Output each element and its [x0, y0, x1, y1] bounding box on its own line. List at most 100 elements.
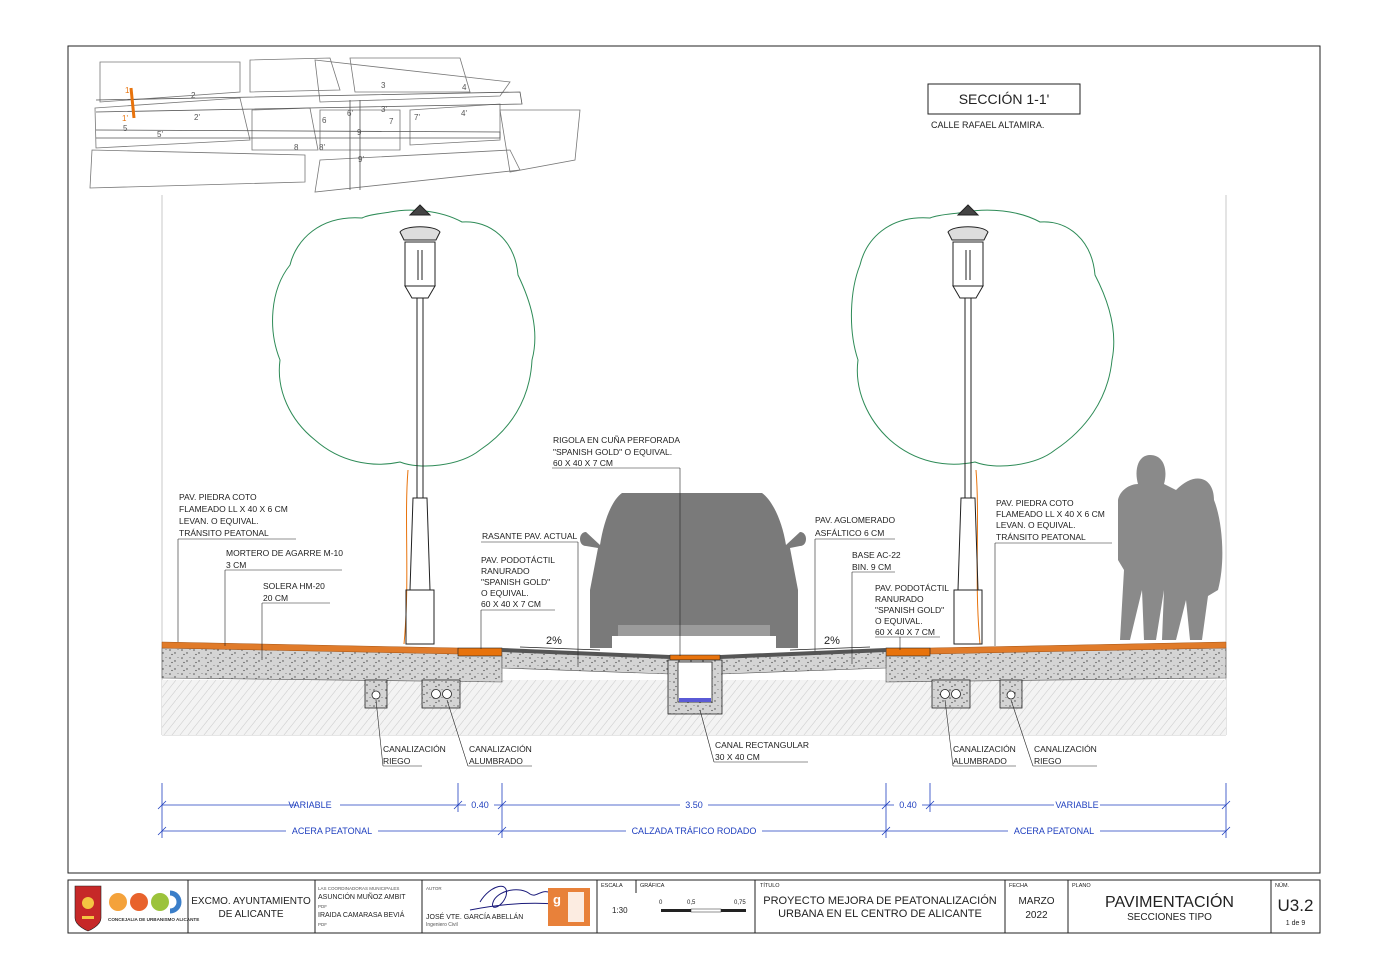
project-title: PROYECTO MEJORA DE PEATONALIZACIÓN URBAN… — [757, 895, 1003, 921]
drain-channel-inner — [677, 661, 713, 703]
svg-text:PAV. PODOTÁCTIL: PAV. PODOTÁCTIL — [875, 583, 949, 593]
svg-text:BIN. 9 CM: BIN. 9 CM — [852, 562, 891, 572]
street-lamp-left-icon — [399, 204, 441, 645]
plan-subtitle: SECCIONES TIPO — [1127, 912, 1212, 923]
lighting-duct-right — [931, 679, 971, 709]
fecha-label: FECHA — [1009, 883, 1028, 889]
key-map — [89, 57, 581, 193]
coordinators-label: LAS COORDINADORAS MUNICIPALES — [318, 886, 400, 891]
dim-bg-7 — [626, 824, 762, 836]
svg-text:30 X 40 CM: 30 X 40 CM — [715, 752, 760, 762]
annotation-podotactil-left: PAV. PODOTÁCTIL RANURADO "SPANISH GOLD" … — [481, 555, 555, 609]
section-title-box — [927, 83, 1081, 115]
irrigation-pipe-left-icon — [371, 690, 381, 700]
svg-text:RIEGO: RIEGO — [1034, 756, 1062, 766]
slope-right-label: 2% — [824, 635, 840, 647]
annotation-podotactil-right: PAV. PODOTÁCTIL RANURADO "SPANISH GOLD" … — [875, 583, 949, 637]
coordinator-1: ASUNCIÓN MUÑOZ AMBIT — [318, 894, 406, 901]
svg-text:PAV. AGLOMERADO: PAV. AGLOMERADO — [815, 515, 896, 525]
lighting-pipe-right-icon-b — [951, 689, 961, 699]
date-year: 2022 — [1025, 910, 1048, 921]
dim-040-right: 0.40 — [899, 800, 917, 810]
svg-text:CANALIZACIÓN: CANALIZACIÓN — [383, 744, 446, 754]
svg-text:PAV. PIEDRA COTO: PAV. PIEDRA COTO — [179, 492, 257, 502]
dim-bg-6 — [286, 824, 378, 836]
author-role: Ingeniero Civil — [426, 922, 458, 928]
svg-text:RANURADO: RANURADO — [481, 566, 530, 576]
svg-text:FLAMEADO LL X 40 X 6 CM: FLAMEADO LL X 40 X 6 CM — [996, 509, 1105, 519]
author-label: AUTOR — [426, 886, 442, 891]
dim-acera-right: ACERA PEATONAL — [1014, 826, 1094, 836]
car-icon — [580, 493, 806, 648]
urbanism-logo-text: CONCEJALIA DE URBANISMO ALICANTE — [108, 917, 199, 922]
svg-text:SOLERA HM-20: SOLERA HM-20 — [263, 581, 325, 591]
annotation-rasante: RASANTE PAV. ACTUAL — [482, 531, 578, 541]
svg-text:CANAL RECTANGULAR: CANAL RECTANGULAR — [715, 740, 809, 750]
svg-text:LEVAN. O EQUIVAL.: LEVAN. O EQUIVAL. — [179, 516, 259, 526]
svg-text:7': 7' — [414, 113, 420, 122]
leader-lines — [177, 467, 1112, 767]
author-logo-glyph: g — [553, 892, 561, 907]
lighting-pipe-left-icon-b — [442, 689, 452, 699]
svg-text:1': 1' — [122, 114, 128, 123]
svg-text:9': 9' — [358, 155, 364, 164]
street-name: CALLE RAFAEL ALTAMIRA. — [931, 120, 1044, 130]
titulo-label: TÍTULO — [760, 883, 780, 889]
svg-text:5': 5' — [157, 130, 163, 139]
client-name-line-1: EXCMO. AYUNTAMIENTO — [191, 896, 311, 907]
svg-text:5: 5 — [123, 124, 128, 133]
svg-text:60 X 40 X 7 CM: 60 X 40 X 7 CM — [481, 599, 541, 609]
svg-text:O EQUIVAL.: O EQUIVAL. — [875, 616, 923, 626]
svg-text:7: 7 — [389, 117, 394, 126]
graphic-scale-bar — [661, 908, 746, 913]
annotation-mortero: MORTERO DE AGARRE M-10 3 CM — [226, 548, 343, 570]
svg-text:2: 2 — [191, 91, 196, 100]
grafica-label: GRÁFICA — [640, 883, 665, 889]
slope-right-line — [789, 646, 871, 651]
author-block: AUTOR JOSÉ VTE. GARCÍA ABELLÁN Ingeniero… — [426, 884, 550, 928]
svg-text:4': 4' — [461, 109, 467, 118]
svg-text:RASANTE PAV. ACTUAL: RASANTE PAV. ACTUAL — [482, 531, 578, 541]
svg-text:MORTERO DE AGARRE M-10: MORTERO DE AGARRE M-10 — [226, 548, 343, 558]
scale-tick-0: 0 — [659, 900, 663, 906]
dim-bg-1 — [296, 798, 340, 810]
annotation-pav-piedra-right: PAV. PIEDRA COTO FLAMEADO LL X 40 X 6 CM… — [996, 498, 1105, 542]
svg-text:4: 4 — [462, 83, 467, 92]
svg-text:6: 6 — [322, 116, 327, 125]
lighting-duct-left — [421, 679, 461, 709]
svg-text:3 CM: 3 CM — [226, 560, 246, 570]
svg-text:1: 1 — [125, 86, 130, 95]
tree-left-icon — [272, 209, 536, 467]
lighting-pipe-right-icon-a — [940, 689, 950, 699]
num-label: NÚM. — [1275, 883, 1290, 889]
drawing-number: U3.2 — [1277, 896, 1314, 915]
coordinators: LAS COORDINADORAS MUNICIPALES ASUNCIÓN M… — [318, 884, 420, 929]
svg-text:TRÁNSITO PEATONAL: TRÁNSITO PEATONAL — [179, 528, 269, 538]
project-title-line-2: URBANA EN EL CENTRO DE ALICANTE — [778, 908, 982, 920]
pedestrians-icon — [1118, 455, 1223, 640]
slope-left-line — [519, 646, 601, 651]
urbanism-logo-icon — [109, 890, 182, 914]
coordinator-2: IRAIDA CAMARASA BEVIÁ — [318, 912, 405, 919]
dim-calzada: CALZADA TRÁFICO RODADO — [632, 826, 757, 836]
svg-text:ALUMBRADO: ALUMBRADO — [469, 756, 523, 766]
svg-text:"SPANISH GOLD": "SPANISH GOLD" — [875, 605, 944, 615]
svg-text:PAV. PIEDRA COTO: PAV. PIEDRA COTO — [996, 498, 1074, 508]
title-block-frame — [67, 879, 1321, 934]
annotation-canalizacion-riego-left: CANALIZACIÓN RIEGO — [383, 744, 446, 766]
author-spacer — [426, 893, 550, 913]
plan-title: PAVIMENTACIÓN — [1105, 894, 1234, 911]
svg-text:ALUMBRADO: ALUMBRADO — [953, 756, 1007, 766]
street-lamp-right-icon — [947, 204, 989, 645]
sheet-count: 1 de 9 — [1285, 920, 1306, 927]
svg-text:ASFÁLTICO 6 CM: ASFÁLTICO 6 CM — [815, 528, 884, 538]
scale-value: 1:30 — [612, 906, 628, 915]
svg-text:2': 2' — [194, 113, 200, 122]
annotation-pav-piedra-left: PAV. PIEDRA COTO FLAMEADO LL X 40 X 6 CM… — [179, 492, 288, 538]
key-map-markers: 1 1' 2 2' 3 3' 4 4' 5 5' 6 6' 7 7' 8 8' … — [122, 81, 467, 164]
svg-text:RANURADO: RANURADO — [875, 594, 924, 604]
svg-text:LEVAN. O EQUIVAL.: LEVAN. O EQUIVAL. — [996, 520, 1076, 530]
dim-variable-left: VARIABLE — [288, 800, 331, 810]
lighting-pipe-left-icon-a — [431, 689, 441, 699]
author-logo-band — [568, 892, 584, 922]
